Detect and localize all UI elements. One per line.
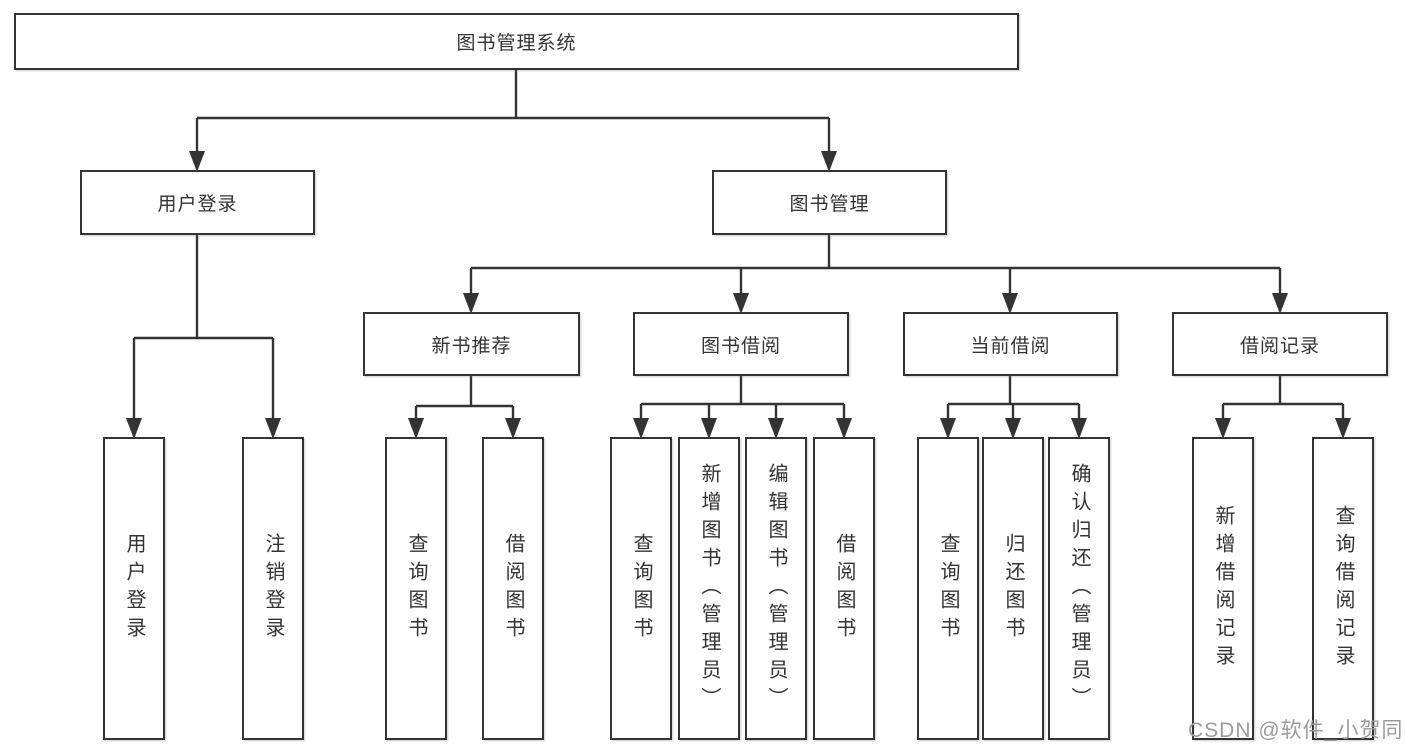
node-library-management-system: 图书管理系统 [14,13,1019,70]
leaf-borrowing-query-books: 查询图书 [610,437,672,740]
connector-new-book-recommend [414,376,515,436]
arrowhead [701,418,717,439]
leaf-borrowing-borrow-books: 借阅图书 [813,437,875,740]
csdn-watermark: CSDN @软件_小贺同学 [1188,719,1405,742]
leaf-borrowing-edit-books-admin: 编辑图书（管理员） [745,437,807,740]
node-label: 用户登录 [157,194,238,215]
node-label: 注销登录 [262,532,284,645]
arrowhead [768,418,784,439]
arrowhead [505,418,521,439]
arrowhead [1002,293,1018,314]
arrowhead [126,418,142,439]
node-current-borrowing: 当前借阅 [903,312,1118,376]
node-label: 借阅图书 [502,532,524,645]
node-book-management: 图书管理 [712,170,947,235]
leaf-logout: 注销登录 [242,437,304,740]
node-label: 编辑图书（管理员） [765,462,787,715]
arrowhead [821,151,837,172]
arrowhead [265,418,281,439]
node-label: 归还图书 [1002,532,1024,645]
connector-root [195,70,831,169]
connector-user-login [132,235,275,436]
arrowhead [1215,418,1231,439]
node-label: 用户登录 [123,532,145,645]
node-label: 当前借阅 [970,335,1051,357]
node-label: 查询图书 [405,532,427,645]
node-label: 图书管理 [789,194,870,215]
leaf-current-return-books: 归还图书 [982,437,1044,740]
node-label: 图书借阅 [700,335,781,357]
arrowhead [189,151,205,172]
node-borrowing-records: 借阅记录 [1172,312,1388,376]
node-book-borrowing: 图书借阅 [633,312,849,376]
arrowhead [408,418,424,439]
node-new-book-recommend: 新书推荐 [363,312,580,376]
leaf-records-query-record: 查询借阅记录 [1312,437,1374,740]
arrowhead [1005,418,1021,439]
leaf-user-login: 用户登录 [103,437,165,740]
connector-current-borrowing [946,376,1081,436]
node-label: 查询图书 [937,532,959,645]
node-user-login: 用户登录 [80,170,315,235]
node-label: 借阅图书 [833,532,855,645]
node-label: 新书推荐 [431,335,512,357]
arrowhead [1071,418,1087,439]
node-label: 查询借阅记录 [1332,504,1354,673]
node-label: 确认归还（管理员） [1068,462,1090,715]
leaf-current-confirm-return-admin: 确认归还（管理员） [1048,437,1110,740]
arrowhead [1335,418,1351,439]
arrowhead [940,418,956,439]
node-label: 借阅记录 [1239,335,1320,357]
connector-book-borrowing [639,376,846,436]
connector-borrowing-records [1221,376,1345,436]
node-label: 查询图书 [630,532,652,645]
leaf-borrowing-add-books-admin: 新增图书（管理员） [678,437,740,740]
leaf-current-query-books: 查询图书 [917,437,979,740]
leaf-records-add-record: 新增借阅记录 [1192,437,1254,740]
node-label: 图书管理系统 [456,33,577,54]
arrowhead [463,293,479,314]
connector-book-management [469,235,1282,311]
node-label: 新增图书（管理员） [698,462,720,715]
arrowhead [1272,293,1288,314]
arrowhead [633,418,649,439]
node-label: 新增借阅记录 [1212,504,1234,673]
arrowhead [836,418,852,439]
arrowhead [733,293,749,314]
leaf-newbook-borrow-books: 借阅图书 [482,437,544,740]
leaf-newbook-query-books: 查询图书 [385,437,447,740]
